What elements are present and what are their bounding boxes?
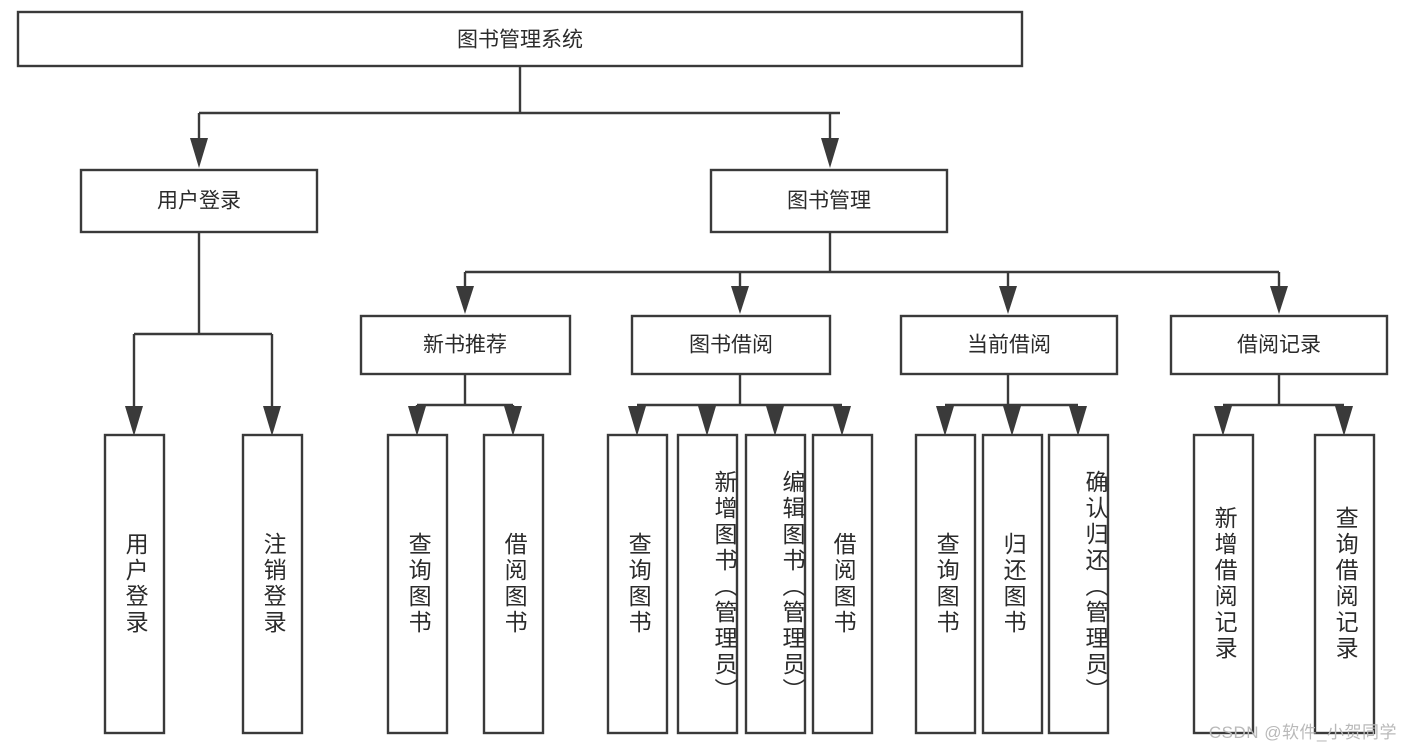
node-user-login-box bbox=[79, 168, 319, 234]
arrow-head-icon bbox=[698, 406, 716, 436]
leaf-box[interactable] bbox=[103, 433, 166, 735]
leaf-box[interactable] bbox=[914, 433, 977, 735]
leaf-box[interactable] bbox=[1047, 433, 1110, 735]
node-book-borrow-label: 图书借阅 bbox=[689, 334, 773, 357]
arrow-head-icon bbox=[1270, 286, 1288, 314]
arrow-head-icon bbox=[1003, 406, 1021, 436]
leaf-boxes-user-login bbox=[103, 433, 304, 735]
arrow-head-icon bbox=[833, 406, 851, 436]
leaf-box[interactable] bbox=[482, 433, 545, 735]
leaf-box[interactable] bbox=[744, 433, 807, 735]
leaf-boxes-new-book-recommend bbox=[386, 433, 545, 735]
arrow-head-icon bbox=[628, 406, 646, 436]
node-book-borrow[interactable]: 图书借阅 bbox=[630, 314, 832, 376]
node-root-book-management-system[interactable]: 图书管理系统 bbox=[16, 10, 1024, 68]
node-user-login-label: 用户登录 bbox=[157, 190, 241, 213]
arrow-head-icon bbox=[821, 138, 839, 168]
leaf-box[interactable] bbox=[981, 433, 1044, 735]
leaf-box[interactable] bbox=[606, 433, 669, 735]
leaf-box[interactable] bbox=[676, 433, 739, 735]
arrow-head-icon bbox=[731, 286, 749, 314]
leaf-boxes-borrow-record bbox=[1192, 433, 1376, 735]
node-borrow-record[interactable]: 借阅记录 bbox=[1169, 314, 1389, 376]
node-book-management-label: 图书管理 bbox=[787, 190, 871, 213]
node-current-borrow[interactable]: 当前借阅 bbox=[899, 314, 1119, 376]
leaf-box[interactable] bbox=[1192, 433, 1255, 735]
arrow-head-icon bbox=[504, 406, 522, 436]
connector-bookmgmt-to-level3 bbox=[456, 232, 1288, 314]
node-current-borrow-box bbox=[899, 314, 1119, 376]
arrow-head-icon bbox=[125, 406, 143, 436]
arrow-head-icon bbox=[190, 138, 208, 168]
leaf-box[interactable] bbox=[1313, 433, 1376, 735]
arrow-head-icon bbox=[263, 406, 281, 436]
leaf-boxes-book-borrow bbox=[606, 433, 874, 735]
arrow-head-icon bbox=[456, 286, 474, 314]
node-current-borrow-label: 当前借阅 bbox=[967, 334, 1051, 357]
node-user-login[interactable]: 用户登录 bbox=[79, 168, 319, 234]
connector-root-to-level2 bbox=[190, 66, 840, 168]
node-root-label: 图书管理系统 bbox=[457, 29, 583, 52]
node-book-borrow-box bbox=[630, 314, 832, 376]
arrow-head-icon bbox=[766, 406, 784, 436]
connector-newbook-to-leaves bbox=[408, 375, 522, 436]
leaf-box[interactable] bbox=[386, 433, 449, 735]
arrow-head-icon bbox=[936, 406, 954, 436]
node-new-book-recommend-label: 新书推荐 bbox=[423, 334, 507, 357]
node-book-management[interactable]: 图书管理 bbox=[709, 168, 949, 234]
node-new-book-recommend-box bbox=[359, 314, 572, 376]
connector-bookborrow-to-leaves bbox=[628, 375, 851, 436]
connector-currentborrow-to-leaves bbox=[936, 375, 1087, 436]
node-root-box bbox=[16, 10, 1024, 68]
leaf-box[interactable] bbox=[811, 433, 874, 735]
node-new-book-recommend[interactable]: 新书推荐 bbox=[359, 314, 572, 376]
arrow-head-icon bbox=[1214, 406, 1232, 436]
node-borrow-record-box bbox=[1169, 314, 1389, 376]
node-borrow-record-label: 借阅记录 bbox=[1237, 334, 1321, 357]
leaf-box[interactable] bbox=[241, 433, 304, 735]
watermark: CSDN @软件_小贺同学 bbox=[1208, 723, 1397, 742]
node-book-management-box bbox=[709, 168, 949, 234]
arrow-head-icon bbox=[408, 406, 426, 436]
connector-userlogin-to-leaves bbox=[125, 232, 281, 436]
arrow-head-icon bbox=[1335, 406, 1353, 436]
arrow-head-icon bbox=[1069, 406, 1087, 436]
arrow-head-icon bbox=[999, 286, 1017, 314]
leaf-boxes-current-borrow bbox=[914, 433, 1110, 735]
connector-borrowrecord-to-leaves bbox=[1214, 375, 1353, 436]
